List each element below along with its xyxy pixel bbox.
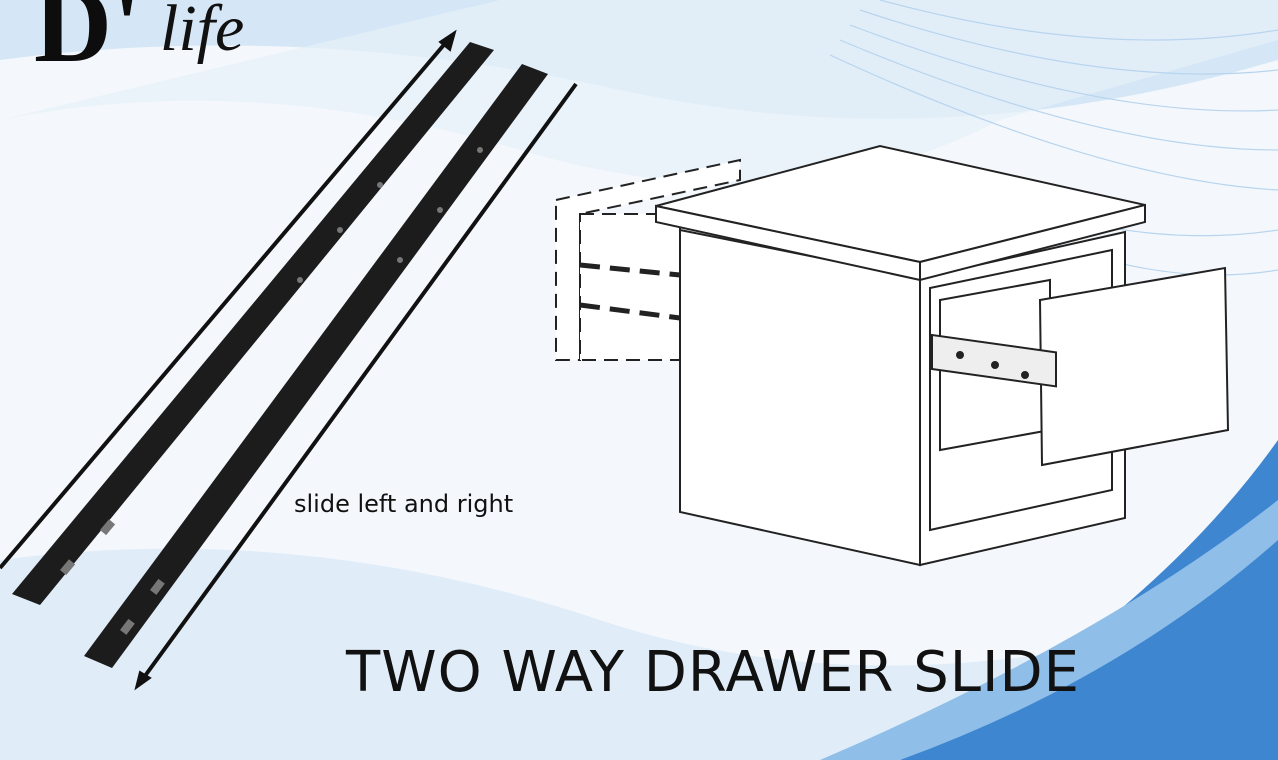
direction-arrows xyxy=(0,29,578,691)
slide-caption: slide left and right xyxy=(294,490,514,518)
brand-logo-word: life xyxy=(160,0,245,65)
product-title: TWO WAY DRAWER SLIDE xyxy=(346,640,1080,705)
brand-logo-letter: D' xyxy=(34,0,142,85)
drawer-slide-rails xyxy=(12,42,548,668)
cabinet-drawing xyxy=(555,144,1230,567)
